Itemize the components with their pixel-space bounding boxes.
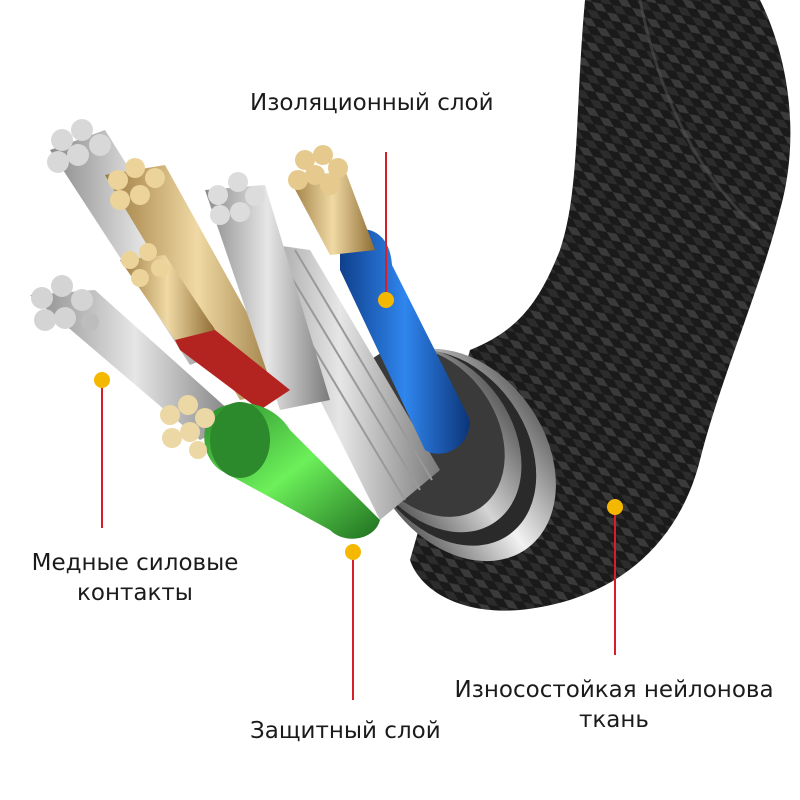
label-nylon-line1: Износостойкая нейлонова <box>454 677 774 703</box>
copper-strand-end-2 <box>108 158 165 210</box>
label-insulation-text: Изоляционный слой <box>250 90 494 116</box>
label-shield-text: Защитный слой <box>250 718 441 744</box>
marker-dots <box>94 292 623 560</box>
label-copper-line2: контакты <box>77 580 193 606</box>
marker-insulation <box>378 292 394 308</box>
marker-copper <box>94 372 110 388</box>
marker-nylon <box>607 499 623 515</box>
label-shield-layer: Защитный слой <box>250 716 441 746</box>
label-copper-line1: Медные силовые <box>31 550 239 576</box>
label-copper-contacts: Медные силовые контакты <box>12 548 258 608</box>
copper-strand-end-3 <box>120 243 215 340</box>
leader-lines <box>101 152 616 700</box>
blue-wire <box>340 229 470 454</box>
label-insulation-layer: Изоляционный слой <box>250 88 494 118</box>
copper-strand-end-4 <box>160 395 215 459</box>
label-nylon-line2: ткань <box>579 707 649 733</box>
silver-strand-end-3 <box>31 275 99 331</box>
silver-strand-end-1 <box>47 119 111 173</box>
silver-strand-end-2 <box>208 172 265 225</box>
red-wire <box>165 311 290 410</box>
label-nylon-fabric: Износостойкая нейлонова ткань <box>428 675 800 735</box>
copper-strand-end-1 <box>288 145 348 195</box>
marker-shield <box>345 544 361 560</box>
